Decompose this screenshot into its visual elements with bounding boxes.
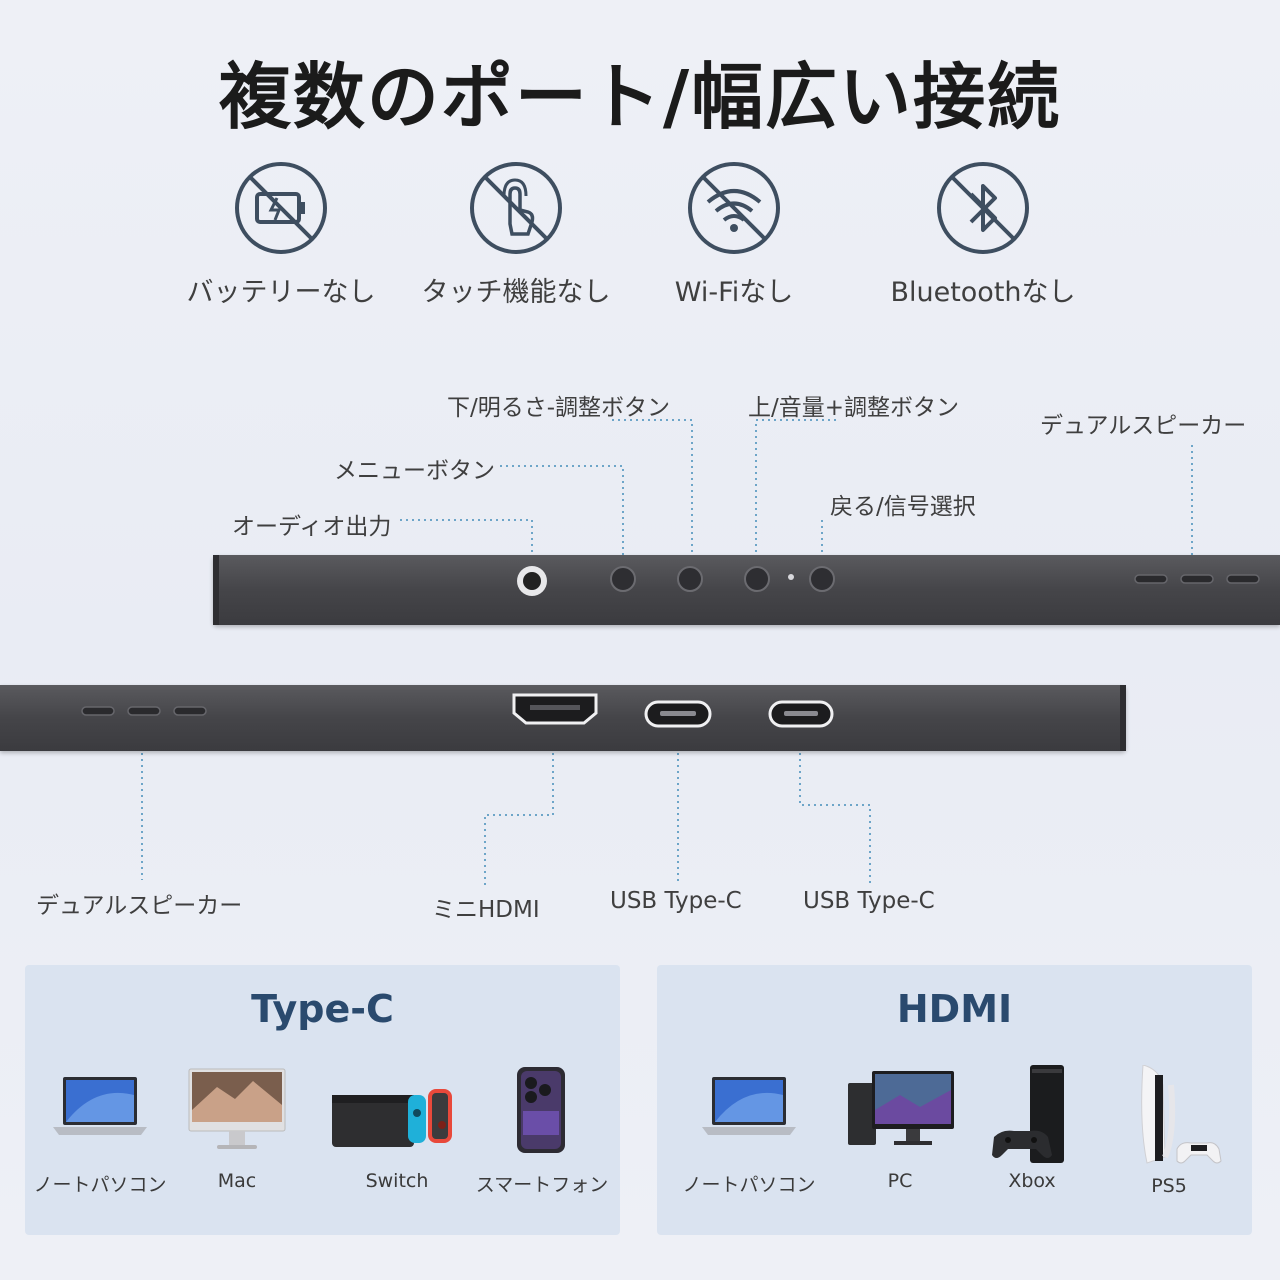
smartphone-icon [517,1067,565,1153]
device-smartphone: スマートフォン [467,1065,617,1196]
speaker-grille-icon [127,706,161,716]
feature-label: Wi-Fiなし [674,277,794,308]
callout-down-brightness: 下/明るさ-調整ボタン [447,395,671,421]
device-label: ノートパソコン [682,1174,816,1196]
no-battery-icon [235,162,327,254]
feature-no-wifi: Wi-Fiなし [614,160,854,309]
down-button-icon [677,566,703,592]
monitor-top-edge [213,555,1280,625]
device-label: Switch [365,1170,429,1192]
speaker-grille-icon [1134,574,1168,584]
device-label: Xbox [1008,1170,1056,1192]
device-ps5: PS5 [1094,1065,1244,1197]
typec-panel: Type-C ノートパソコン Mac Sw [25,965,620,1235]
feature-no-touch: タッチ機能なし [396,160,636,309]
pc-icon [848,1071,954,1145]
speaker-grille-icon [173,706,207,716]
device-laptop: ノートパソコン [674,1065,824,1196]
xbox-icon [992,1065,1064,1163]
feature-no-battery: バッテリーなし [161,160,401,309]
panel-title: HDMI [896,987,1013,1031]
power-led-icon [788,574,794,580]
no-touch-icon [470,162,562,254]
device-laptop: ノートパソコン [25,1065,175,1196]
device-label: PS5 [1151,1175,1187,1197]
laptop-icon [702,1077,796,1135]
device-xbox: Xbox [957,1065,1107,1192]
hdmi-panel: HDMI ノートパソコン PC Xbox [657,965,1252,1235]
ps5-icon [1141,1065,1222,1164]
side-edge-ports [81,685,1126,751]
callout-mini-hdmi: ミニHDMI [432,897,540,923]
device-label: スマートフォン [475,1174,609,1196]
callout-dual-speaker-top: デュアルスピーカー [1040,413,1247,439]
callout-dual-speaker-bottom: デュアルスピーカー [36,893,243,919]
mac-icon [188,1068,286,1149]
device-switch: Switch [322,1065,472,1192]
page-title: 複数のポート/幅広い接続 [218,55,1062,139]
device-label: Mac [217,1170,257,1192]
up-button-icon [744,566,770,592]
feature-label: Bluetoothなし [890,277,1076,308]
callout-menu: メニューボタン [334,458,495,484]
laptop-icon [53,1077,147,1135]
no-bluetooth-icon [937,162,1029,254]
device-label: PC [887,1170,913,1192]
no-wifi-icon [688,162,780,254]
callout-usbc-2: USB Type-C [803,888,935,914]
switch-icon [332,1089,452,1147]
speaker-grille-icon [1226,574,1260,584]
top-edge-ports [213,555,1260,625]
device-pc: PC [825,1065,975,1192]
callout-up-volume: 上/音量+調整ボタン [748,395,960,421]
panel-title: Type-C [251,987,394,1031]
menu-button-icon [610,566,636,592]
device-mac: Mac [162,1065,312,1192]
speaker-grille-icon [1180,574,1214,584]
device-label: ノートパソコン [33,1174,167,1196]
callout-back-source: 戻る/信号選択 [830,494,976,520]
feature-no-bluetooth: Bluetoothなし [863,160,1103,309]
callout-audio-out: オーディオ出力 [232,514,392,540]
feature-label: タッチ機能なし [421,277,611,308]
back-button-icon [809,566,835,592]
feature-label: バッテリーなし [186,277,376,308]
speaker-grille-icon [81,706,115,716]
callout-usbc-1: USB Type-C [610,888,742,914]
